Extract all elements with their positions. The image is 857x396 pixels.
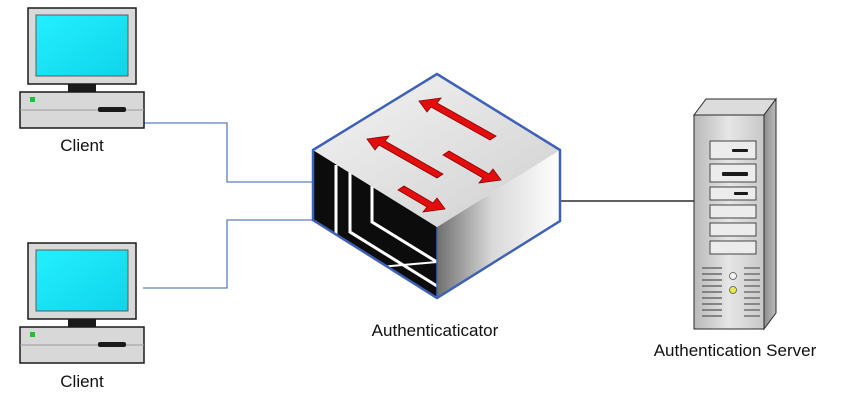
- network-switch-icon: [313, 74, 560, 298]
- link-client-bottom-to-switch: [143, 220, 313, 288]
- client-top-label: Client: [52, 136, 112, 156]
- link-client-top-to-switch: [143, 123, 313, 182]
- tower-server-icon: [694, 99, 776, 329]
- desktop-computer-icon: [20, 243, 144, 363]
- authenticator-label: Authenticaticator: [340, 321, 530, 341]
- desktop-computer-icon: [20, 8, 144, 128]
- client-bottom-label: Client: [52, 372, 112, 392]
- authentication-server-label: Authentication Server: [620, 341, 850, 361]
